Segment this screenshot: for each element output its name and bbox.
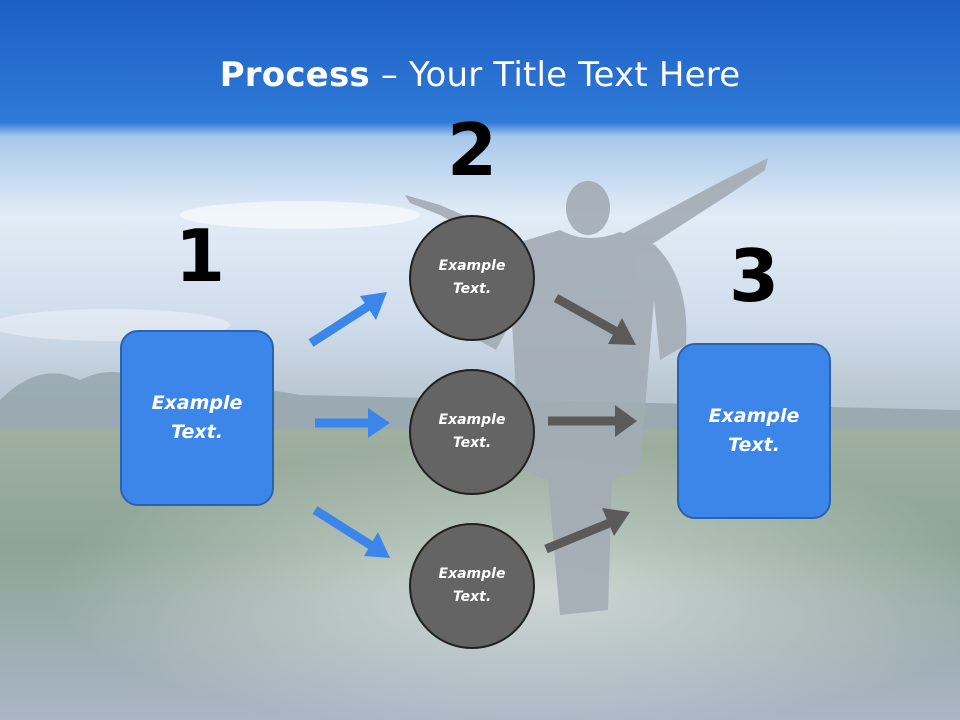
process-circle-bottom: Example Text. [409,523,535,649]
arrow-circle-bottom-to-box [544,508,630,554]
step-number-3: 3 [728,234,780,318]
title-rest: – Your Title Text Here [369,55,741,95]
right-process-box: Example Text. [677,343,831,519]
process-circle-top: Example Text. [409,215,535,341]
arrow-box-to-circle-bottom [312,506,390,558]
step-number-2: 2 [446,108,498,192]
title-bold: Process [219,55,370,95]
cloud-shape [180,201,420,229]
process-circle-middle: Example Text. [409,369,535,495]
arrow-box-to-circle-middle [315,408,390,438]
step-number-1: 1 [174,214,226,298]
arrow-circle-middle-to-box [548,405,637,437]
arrow-circle-top-to-box [553,294,636,345]
slide-title: Process – Your Title Text Here [0,52,960,98]
left-process-box: Example Text. [120,330,274,506]
arrow-box-to-circle-top [308,292,387,347]
